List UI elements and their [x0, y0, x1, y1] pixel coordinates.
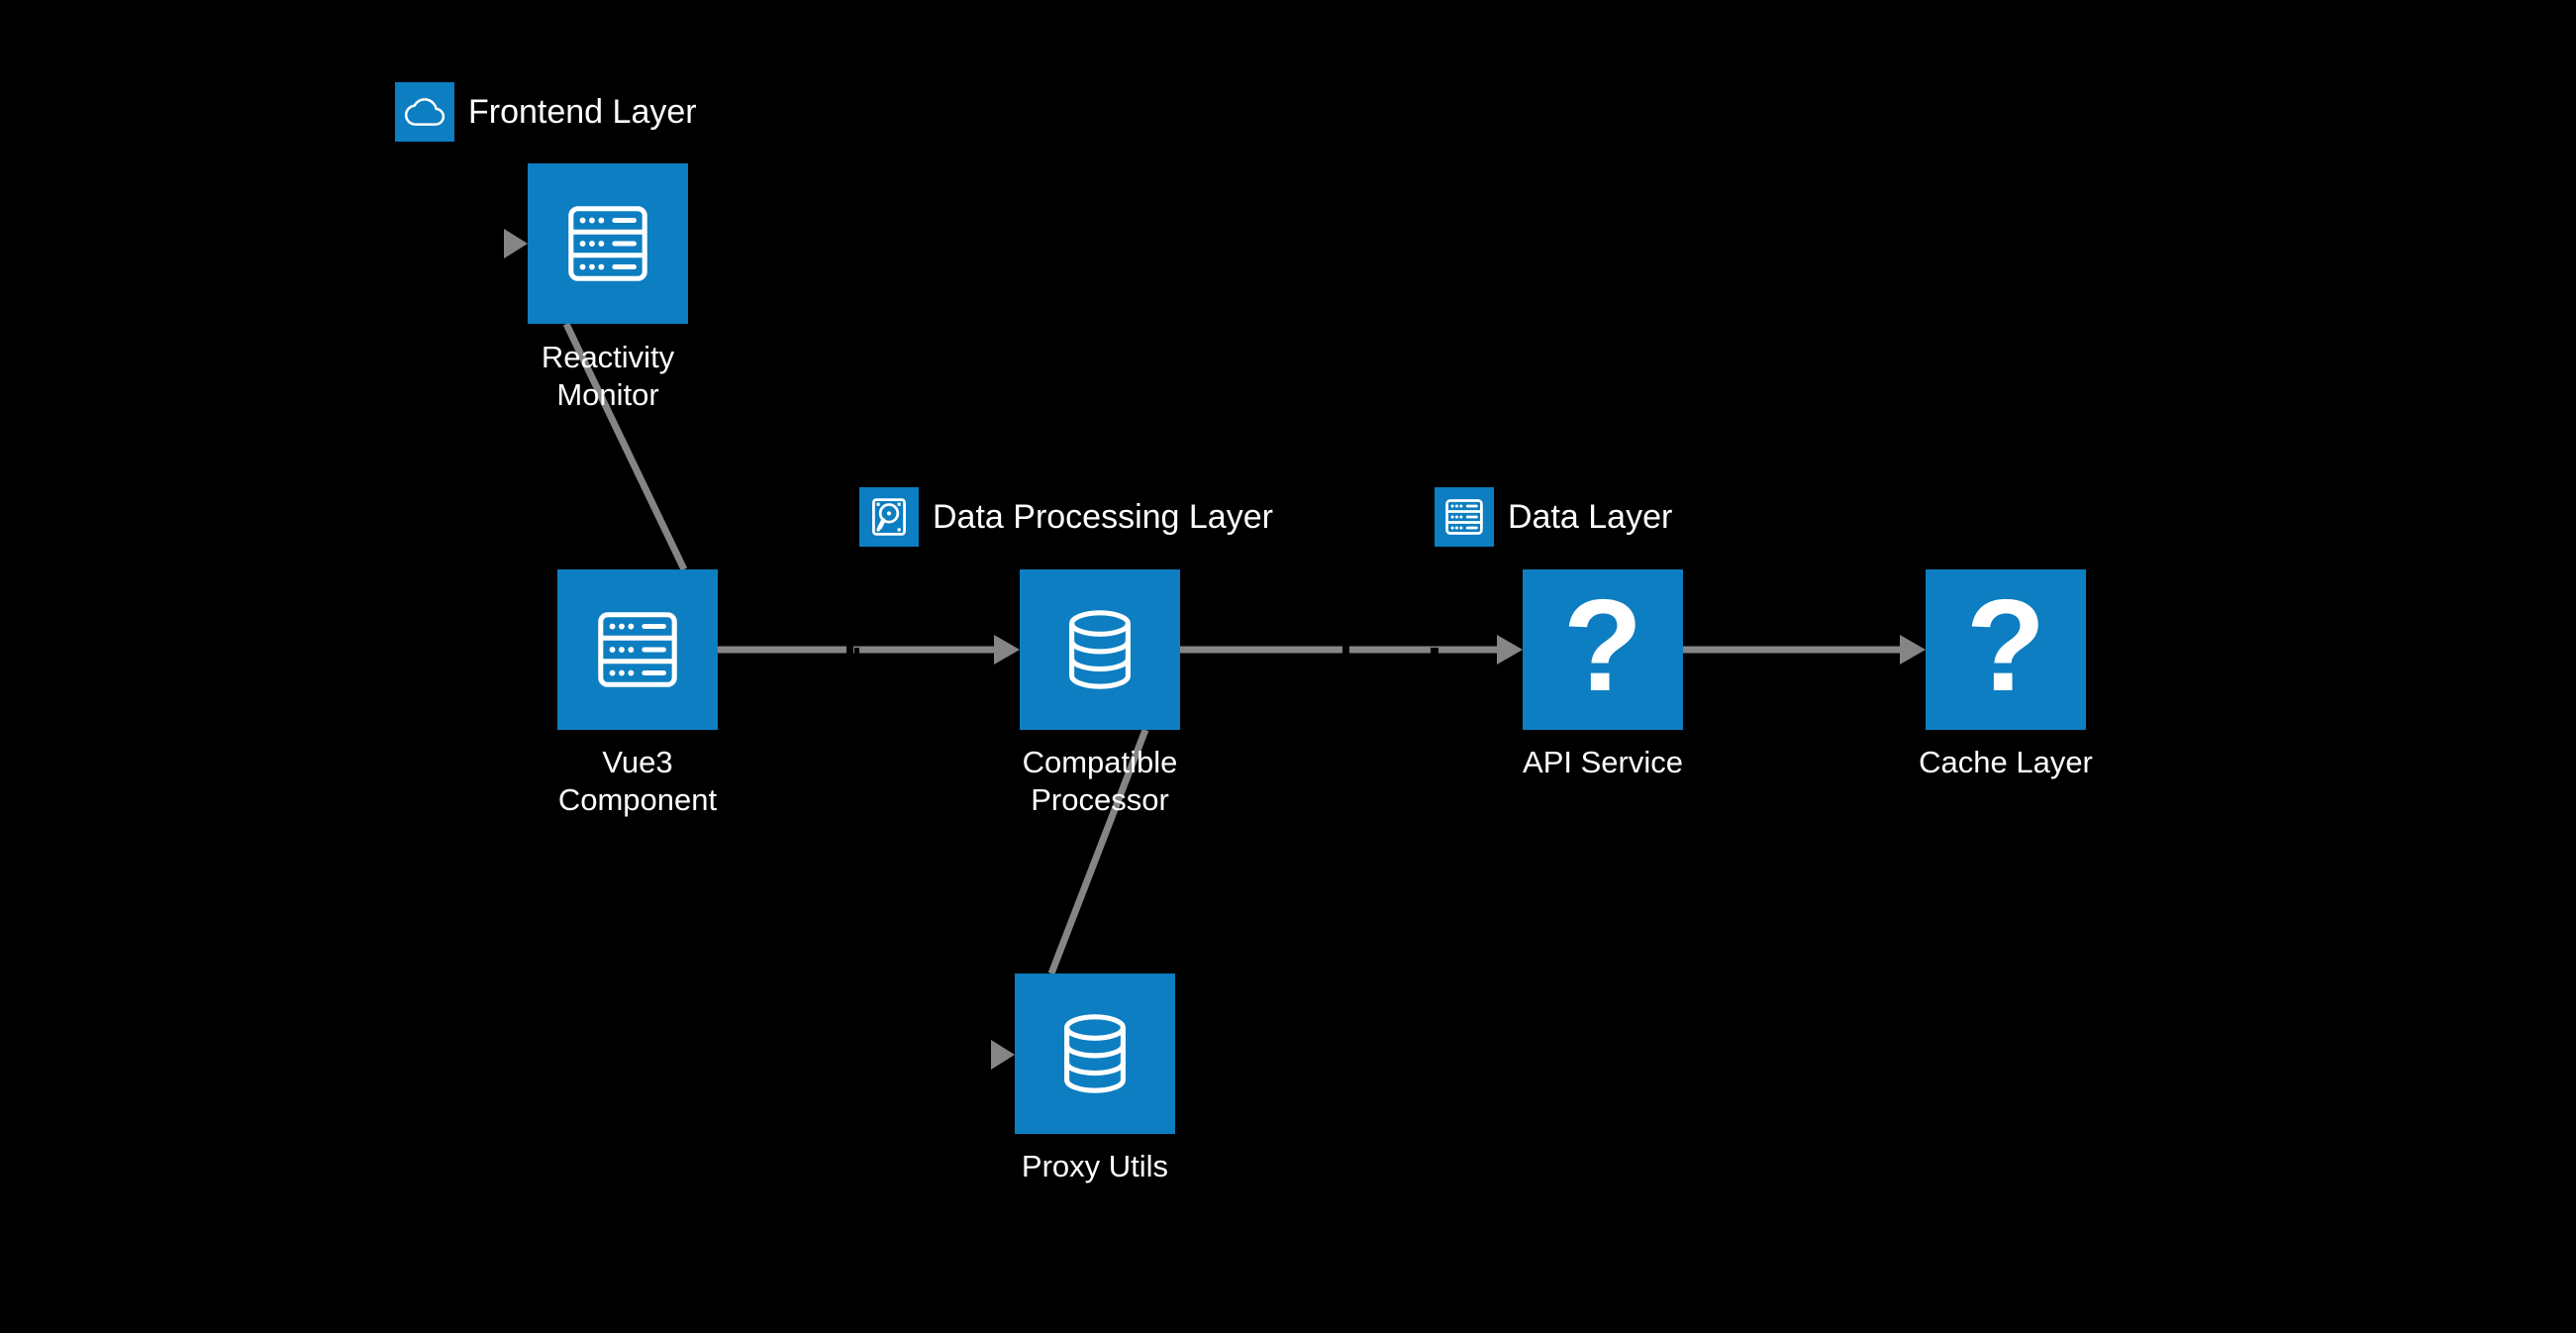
node-label-proxy-utils: Proxy Utils: [1021, 1149, 1169, 1183]
node-label-cache-layer: Cache Layer: [1919, 745, 2093, 779]
arrowhead-into-proxy: [991, 1040, 1015, 1070]
group-data-layer: Data Layer: [1435, 487, 1672, 547]
node-label-api-service: API Service: [1523, 745, 1683, 779]
arrowhead-into-reactivity: [504, 229, 528, 258]
edge-label-notch: [846, 642, 853, 655]
group-label: Data Processing Layer: [933, 497, 1273, 536]
disk-icon: [859, 487, 919, 547]
database-icon: [1053, 603, 1146, 696]
node-proxy-utils: [1015, 974, 1175, 1134]
group-frontend-layer: Frontend Layer: [395, 82, 697, 142]
question-mark-icon: ?: [1562, 572, 1643, 718]
node-api-service: ?: [1523, 569, 1683, 730]
edge-label-notch: [1431, 648, 1438, 656]
arrowhead-into-cache: [1900, 635, 1926, 665]
group-data-processing-layer: Data Processing Layer: [859, 487, 1273, 547]
edge-label-notch: [854, 648, 859, 655]
node-cache-layer: ?: [1926, 569, 2086, 730]
node-label-reactivity-monitor: Reactivity Monitor: [541, 340, 675, 412]
edge-label-notch: [1342, 643, 1349, 655]
group-label: Frontend Layer: [468, 92, 697, 131]
arrowhead-into-api: [1497, 635, 1523, 665]
node-label-vue3-component: Vue3 Component: [557, 745, 718, 817]
node-reactivity-monitor: [528, 163, 688, 324]
node-compatible-processor: [1020, 569, 1180, 730]
node-vue3-component: [557, 569, 718, 730]
group-label: Data Layer: [1508, 497, 1673, 536]
server-icon: [561, 197, 654, 290]
arrowhead-into-compatible: [994, 635, 1020, 665]
cloud-icon: [395, 82, 454, 142]
server-icon: [1435, 487, 1494, 547]
question-mark-icon: ?: [1965, 572, 2046, 718]
server-icon: [591, 603, 684, 696]
database-icon: [1048, 1007, 1141, 1100]
node-label-compatible-processor: Compatible Processor: [1022, 745, 1178, 817]
